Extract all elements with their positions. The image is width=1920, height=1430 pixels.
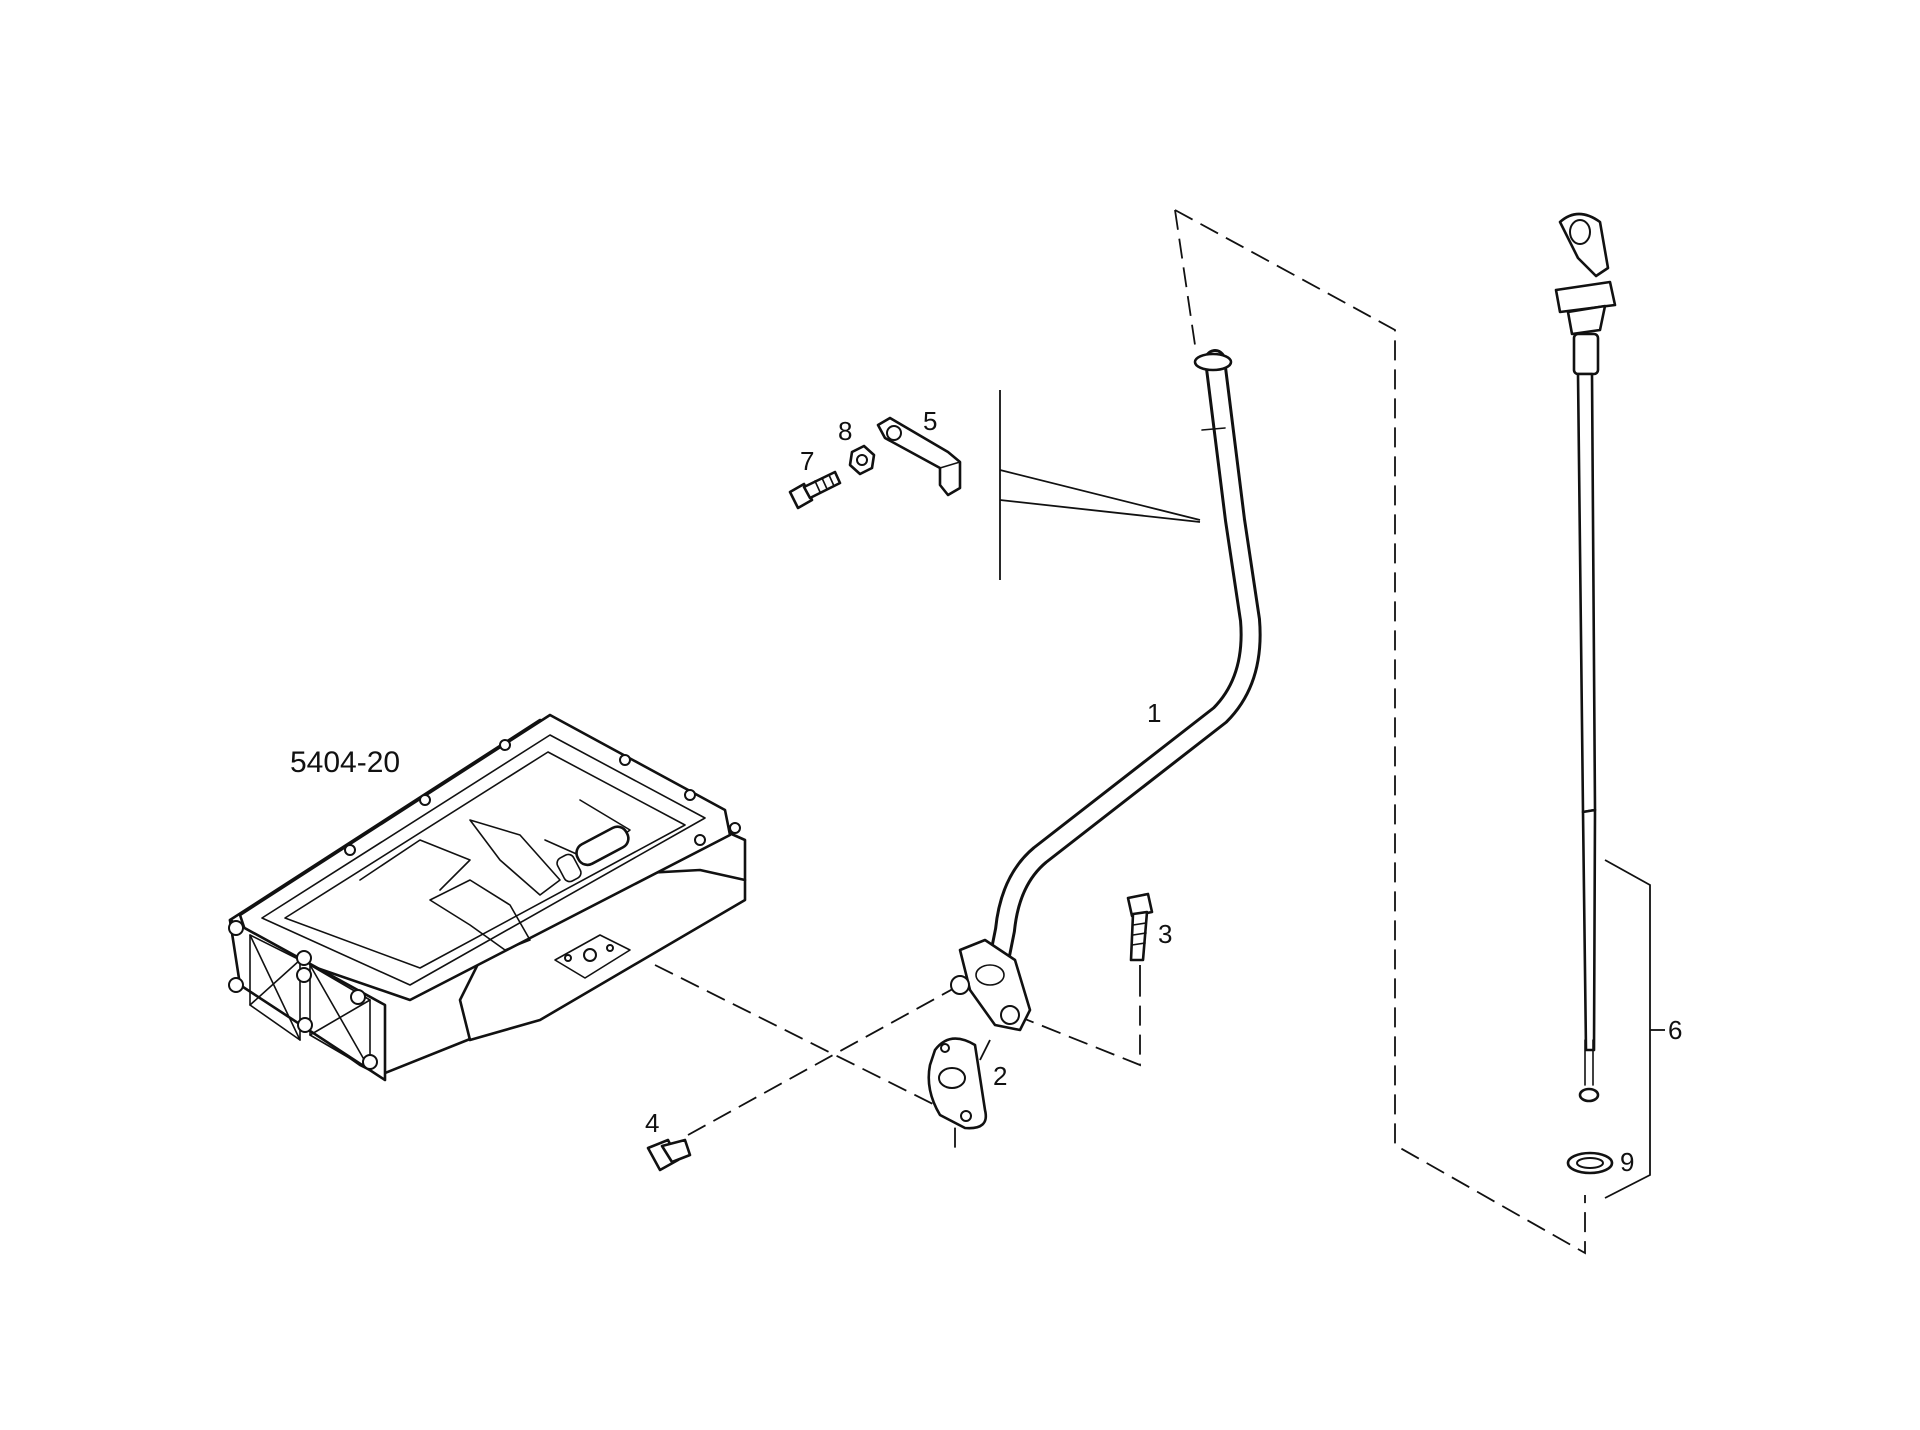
reference-label: 5404-20 — [290, 746, 400, 779]
screw-icon — [788, 470, 842, 510]
callout-5: 5 — [923, 406, 937, 436]
oil-pan-icon — [228, 713, 747, 1082]
callout-7: 7 — [800, 446, 814, 476]
dipstick-tube-icon — [950, 349, 1262, 1032]
dipstick-icon — [1554, 212, 1617, 1103]
leader-lines — [979, 390, 1665, 1199]
gasket-icon — [927, 1037, 988, 1130]
bolt-icon — [1126, 892, 1154, 962]
callout-6: 6 — [1668, 1015, 1682, 1045]
assembly-lines — [654, 209, 1586, 1255]
o-ring-icon — [1566, 1151, 1614, 1175]
callout-4: 4 — [645, 1108, 659, 1138]
bracket-icon — [876, 416, 962, 497]
callout-8: 8 — [838, 416, 852, 446]
callout-2: 2 — [993, 1061, 1007, 1091]
callout-1: 1 — [1147, 698, 1161, 728]
drain-plug-icon — [646, 1138, 692, 1172]
callout-9: 9 — [1620, 1147, 1634, 1177]
nut-icon — [848, 444, 876, 476]
callout-3: 3 — [1158, 919, 1172, 949]
